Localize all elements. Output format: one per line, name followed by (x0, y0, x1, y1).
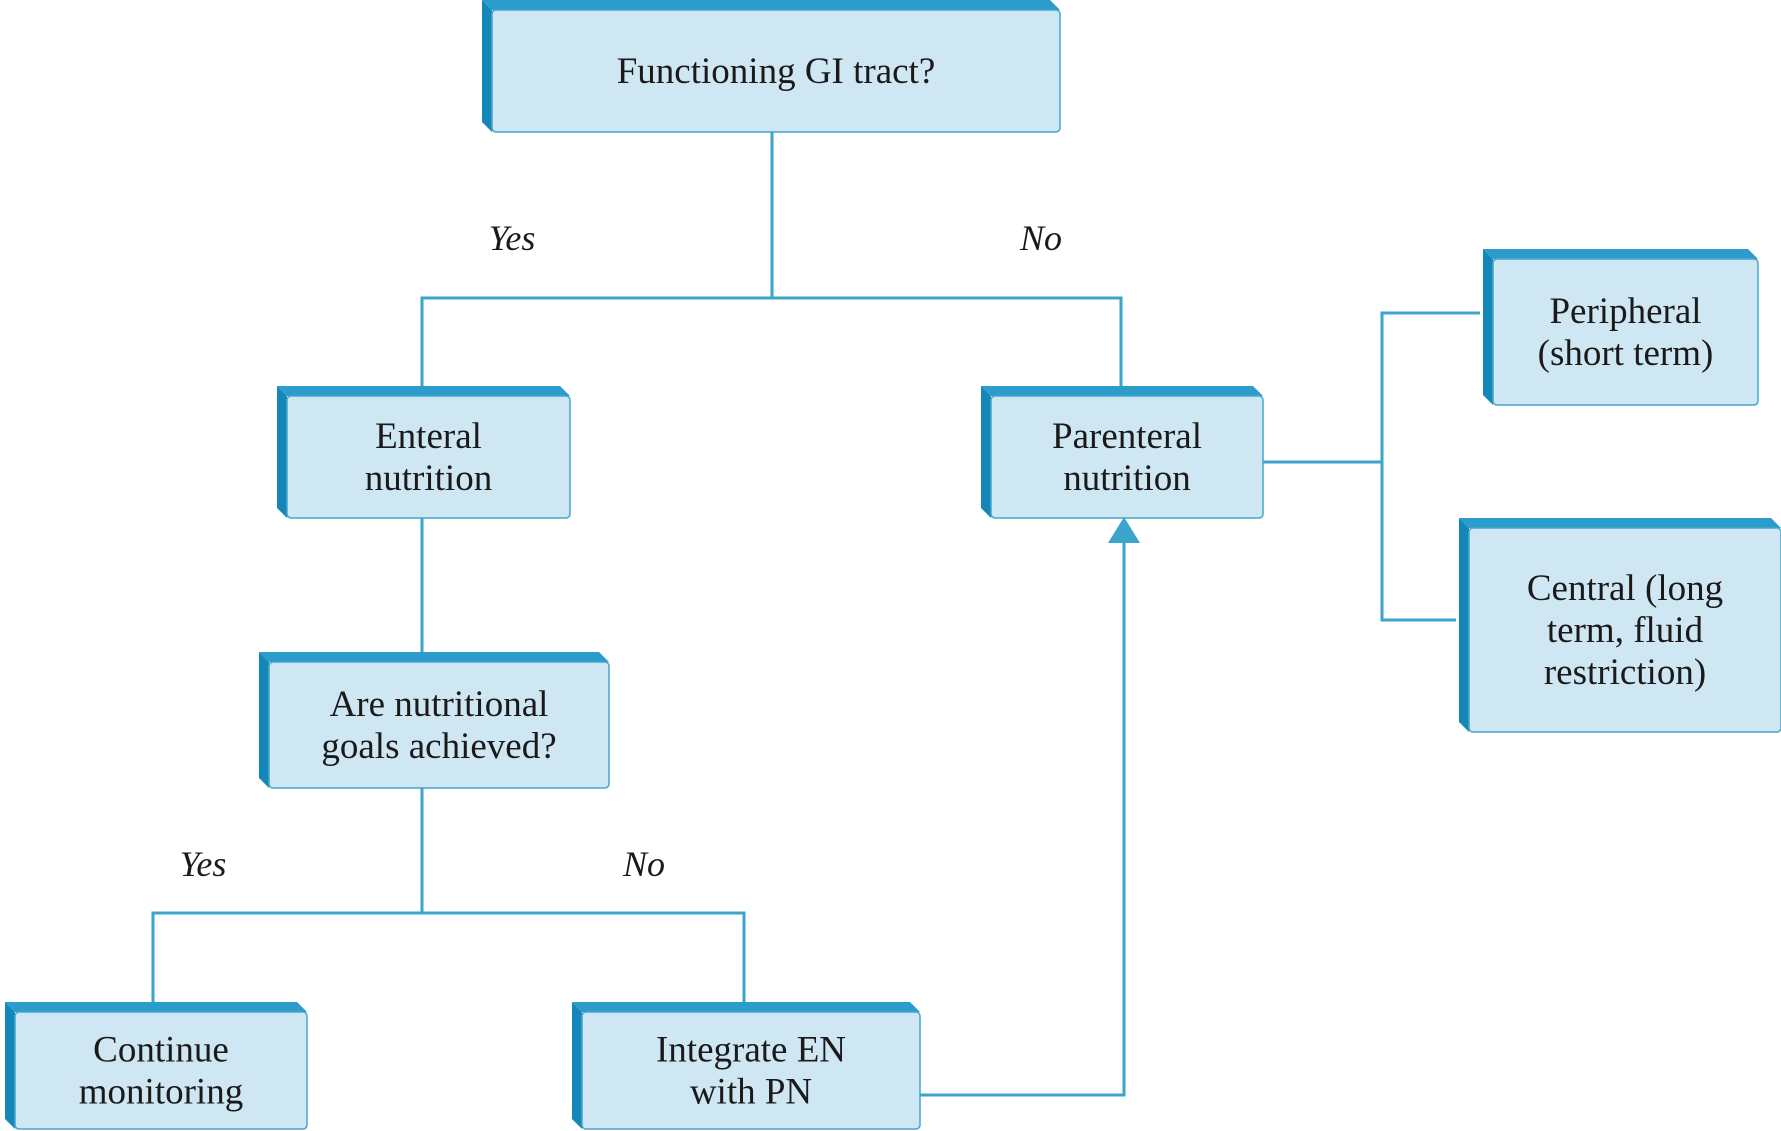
node-integrate-en-with-pn-depth-side (572, 1002, 582, 1129)
node-peripheral-face (1492, 258, 1759, 406)
edge-label-goals-yes: Yes (180, 844, 227, 884)
node-nutritional-goals-label-line: goals achieved? (321, 726, 556, 767)
edge-label-goals-no: No (622, 844, 665, 884)
node-peripheral-depth-side (1483, 249, 1493, 405)
node-parenteral-nutrition-depth-top (981, 386, 1263, 396)
node-nutritional-goals-face (268, 661, 610, 789)
node-nutritional-goals-label-line: Are nutritional (330, 684, 549, 725)
node-peripheral-label-line: (short term) (1538, 333, 1714, 374)
node-continue-monitoring-label-line: monitoring (79, 1072, 243, 1113)
edge-label-gi-yes: Yes (489, 218, 536, 258)
node-enteral-nutrition-face (286, 395, 571, 519)
node-continue-monitoring-label-line: Continue (93, 1030, 229, 1071)
node-parenteral-nutrition-label-line: nutrition (1063, 458, 1190, 499)
node-continue-monitoring-depth-side (5, 1002, 15, 1129)
connector-parenteral-to-options (1263, 311, 1480, 622)
node-enteral-nutrition-depth-top (277, 386, 570, 396)
node-functioning-gi-tract: Functioning GI tract? (482, 0, 1061, 133)
node-functioning-gi-tract-face (491, 9, 1061, 133)
flow-boxes: Functioning GI tract?EnteralnutritionPar… (5, 0, 1781, 1130)
connector-gi-branch (420, 296, 1123, 387)
edge-label-gi-no: No (1019, 218, 1062, 258)
node-nutritional-goals-depth-side (259, 652, 269, 788)
node-peripheral: Peripheral(short term) (1483, 249, 1759, 406)
node-central-depth-side (1459, 518, 1469, 732)
node-integrate-en-with-pn-face (581, 1011, 921, 1130)
node-functioning-gi-tract-depth-side (482, 0, 492, 132)
node-parenteral-nutrition-label-line: Parenteral (1052, 416, 1202, 457)
node-enteral-nutrition-depth-side (277, 386, 287, 518)
node-enteral-nutrition-label-line: nutrition (365, 458, 492, 499)
node-enteral-nutrition-label-line: Enteral (375, 416, 482, 457)
node-parenteral-nutrition-depth-side (981, 386, 991, 518)
node-nutritional-goals-depth-top (259, 652, 609, 662)
node-central-label-line: restriction) (1544, 652, 1706, 693)
connector-goals-branch (151, 911, 746, 1003)
node-continue-monitoring-face (14, 1011, 308, 1130)
node-functioning-gi-tract-depth-top (482, 0, 1060, 10)
arrowhead-to-parenteral (1108, 517, 1140, 543)
node-integrate-en-with-pn-label-line: Integrate EN (656, 1030, 846, 1071)
node-continue-monitoring-depth-top (5, 1002, 307, 1012)
node-integrate-en-with-pn-label-line: with PN (690, 1072, 812, 1113)
node-peripheral-label-line: Peripheral (1549, 291, 1701, 332)
connectors (151, 132, 1480, 1097)
node-central-face (1468, 527, 1781, 733)
connector-integrate-to-parenteral (920, 540, 1126, 1097)
node-central-depth-top (1459, 518, 1781, 528)
node-functioning-gi-tract-label-line: Functioning GI tract? (617, 51, 936, 92)
node-integrate-en-with-pn-depth-top (572, 1002, 920, 1012)
node-parenteral-nutrition-face (990, 395, 1264, 519)
node-central-label-line: term, fluid (1547, 610, 1704, 651)
node-central-label-line: Central (long (1527, 568, 1723, 609)
node-peripheral-depth-top (1483, 249, 1758, 259)
